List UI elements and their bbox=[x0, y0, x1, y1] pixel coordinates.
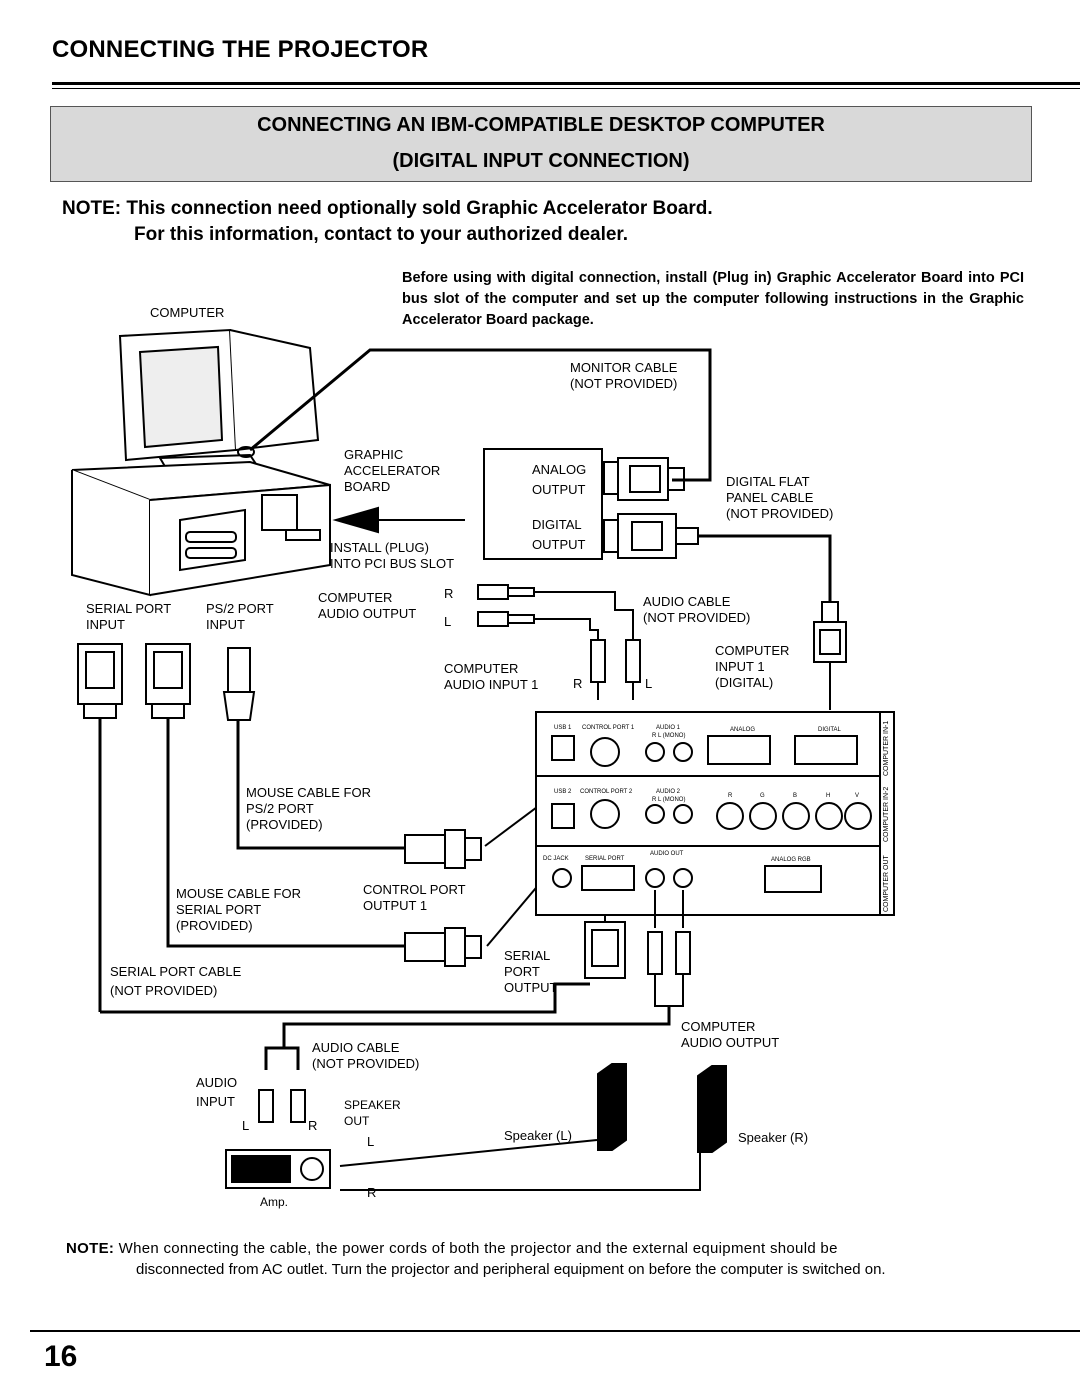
panel-computer-in1: COMPUTER IN-1 bbox=[883, 720, 890, 776]
panel-analog-rgb: ANALOG RGB bbox=[771, 857, 811, 863]
label-l-audio-in: L bbox=[645, 676, 653, 691]
analog-connector-drawing bbox=[603, 457, 685, 501]
panel-usb2: USB 2 bbox=[554, 789, 572, 795]
label-audio-cable-bottom: AUDIO CABLE(NOT PROVIDED) bbox=[312, 1040, 420, 1071]
panel-computer-out: COMPUTER OUT bbox=[883, 855, 890, 912]
panel-v: V bbox=[855, 793, 860, 799]
panel-analog: ANALOG bbox=[730, 727, 756, 733]
panel-audio1: AUDIO 1 bbox=[656, 725, 681, 731]
label-amp-r: R bbox=[308, 1118, 318, 1133]
ps2-serial-mouse-plug bbox=[145, 643, 405, 948]
panel-computer-in2: COMPUTER IN-2 bbox=[883, 786, 890, 842]
label-speaker-out-l: L bbox=[367, 1134, 375, 1149]
label-install: INSTALL (PLUG)INTO PCI BUS SLOT bbox=[330, 540, 455, 571]
speaker-right-drawing bbox=[697, 1065, 727, 1153]
panel-digital: DIGITAL bbox=[818, 727, 841, 733]
header-rule bbox=[52, 82, 1080, 85]
footer-rule bbox=[30, 1330, 1080, 1332]
serial-output-plug bbox=[584, 890, 626, 979]
panel-control-port1: CONTROL PORT 1 bbox=[582, 725, 635, 731]
amp-input-plugs bbox=[258, 1089, 306, 1123]
panel-rl-mono-1: R L (MONO) bbox=[652, 733, 686, 739]
digital-flat-cable bbox=[698, 534, 832, 602]
label-speaker-r: Speaker (R) bbox=[738, 1130, 809, 1145]
dvi-plug-drawing bbox=[813, 601, 847, 710]
label-speaker-l: Speaker (L) bbox=[504, 1128, 572, 1143]
header-rule-thin bbox=[52, 88, 1080, 89]
panel-h: H bbox=[826, 793, 831, 799]
audio-out-plugs bbox=[264, 890, 691, 1070]
panel-serial-port: SERIAL PORT bbox=[585, 856, 625, 862]
page-header: CONNECTING THE PROJECTOR bbox=[52, 36, 429, 63]
panel-dc-jack: DC JACK bbox=[543, 856, 569, 862]
intro-text: Before using with digital connection, in… bbox=[402, 270, 1024, 328]
section-title-line2: (DIGITAL INPUT CONNECTION) bbox=[392, 150, 690, 172]
section-title-line1: CONNECTING AN IBM-COMPATIBLE DESKTOP COM… bbox=[257, 114, 825, 136]
top-note-line1: NOTE: This connection need optionally so… bbox=[62, 198, 713, 219]
speaker-wire-l bbox=[339, 1139, 598, 1167]
monitor-cable-line bbox=[249, 348, 712, 482]
label-l-top: L bbox=[444, 614, 452, 629]
serial-cable-line bbox=[100, 982, 590, 1014]
bottom-note-text2: disconnected from AC outlet. Turn the pr… bbox=[136, 1261, 886, 1278]
computer-case-drawing bbox=[71, 460, 331, 597]
label-audio-cable-top: AUDIO CABLE(NOT PROVIDED) bbox=[643, 594, 751, 625]
label-amp-l: L bbox=[242, 1118, 250, 1133]
projector-audio-plugs bbox=[590, 639, 641, 700]
label-computer: COMPUTER bbox=[150, 305, 225, 320]
top-note: NOTE: This connection need optionally so… bbox=[62, 196, 713, 248]
digital-connector-drawing bbox=[603, 513, 699, 559]
top-note-line2: For this information, contact to your au… bbox=[134, 224, 629, 245]
ps2-plug bbox=[222, 647, 405, 850]
label-serial-port-cable: SERIAL PORT CABLE(NOT PROVIDED) bbox=[110, 964, 242, 998]
bottom-note-text1: When connecting the cable, the power cor… bbox=[118, 1240, 838, 1257]
panel-rl-mono-2: R L (MONO) bbox=[652, 797, 686, 803]
speaker-wire-r bbox=[340, 1146, 701, 1191]
panel-audio2: AUDIO 2 bbox=[656, 789, 681, 795]
label-r-top: R bbox=[444, 586, 454, 601]
panel-g: G bbox=[760, 793, 765, 799]
panel-usb1: USB 1 bbox=[554, 725, 572, 731]
panel-audio-out: AUDIO OUT bbox=[650, 851, 684, 857]
panel-b: B bbox=[793, 793, 798, 799]
label-r-audio-in: R bbox=[573, 676, 583, 691]
bottom-note-label: NOTE: bbox=[66, 1240, 115, 1257]
serial-port-plug bbox=[77, 643, 123, 1012]
page-number: 16 bbox=[44, 1340, 78, 1373]
speaker-left-drawing bbox=[597, 1063, 627, 1151]
panel-r: R bbox=[728, 793, 733, 799]
graphic-board-box bbox=[483, 448, 603, 560]
bottom-note: NOTE: When connecting the cable, the pow… bbox=[66, 1238, 1012, 1280]
label-monitor-cable: MONITOR CABLE(NOT PROVIDED) bbox=[570, 360, 678, 391]
computer-monitor-drawing bbox=[118, 328, 320, 477]
computer-audio-plugs bbox=[477, 584, 634, 640]
panel-control-port2: CONTROL PORT 2 bbox=[580, 789, 633, 795]
amplifier-drawing bbox=[225, 1149, 331, 1189]
section-title-box: CONNECTING AN IBM-COMPATIBLE DESKTOP COM… bbox=[50, 106, 1032, 182]
label-amp: Amp. bbox=[260, 1195, 289, 1209]
label-speaker-out-r: R bbox=[367, 1185, 377, 1200]
